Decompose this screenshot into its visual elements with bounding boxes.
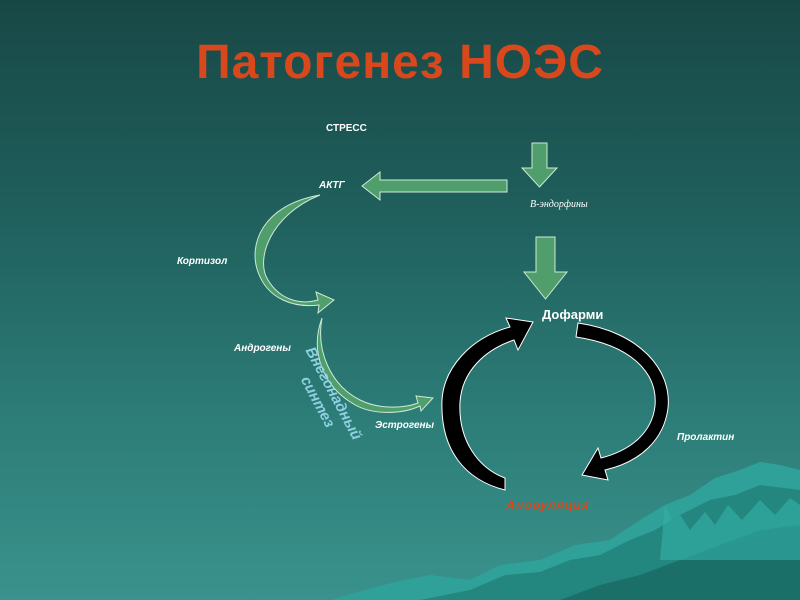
stress-down-arrow bbox=[520, 142, 559, 188]
androgens-to-estrogens-curved-arrow bbox=[316, 317, 435, 413]
cortisol-label: Кортизол bbox=[177, 256, 228, 267]
dopamine-to-prolactin-arrow bbox=[575, 322, 669, 481]
mountains-decoration bbox=[330, 462, 800, 600]
actg-label: АКТГ bbox=[319, 180, 345, 191]
endorphin-to-dopamine-arrow bbox=[522, 236, 569, 300]
androgens-label: Андрогены bbox=[234, 343, 291, 354]
prolactin-label: Пролактин bbox=[677, 432, 735, 443]
anovulation-label: Ановуляция bbox=[506, 498, 590, 512]
dopamine-label: Дофарми bbox=[542, 307, 604, 322]
anovulation-to-dopamine-arrow bbox=[441, 317, 534, 491]
stress-label: СТРЕСС bbox=[326, 123, 367, 134]
beta-endorphins-label: B-эндорфины bbox=[530, 199, 588, 210]
slide-title: Патогенез НОЭС bbox=[196, 36, 604, 89]
endorphin-to-actg-arrow bbox=[361, 170, 508, 202]
estrogens-label: Эстрогены bbox=[375, 420, 435, 431]
actg-to-androgens-curved-arrow bbox=[254, 194, 335, 315]
